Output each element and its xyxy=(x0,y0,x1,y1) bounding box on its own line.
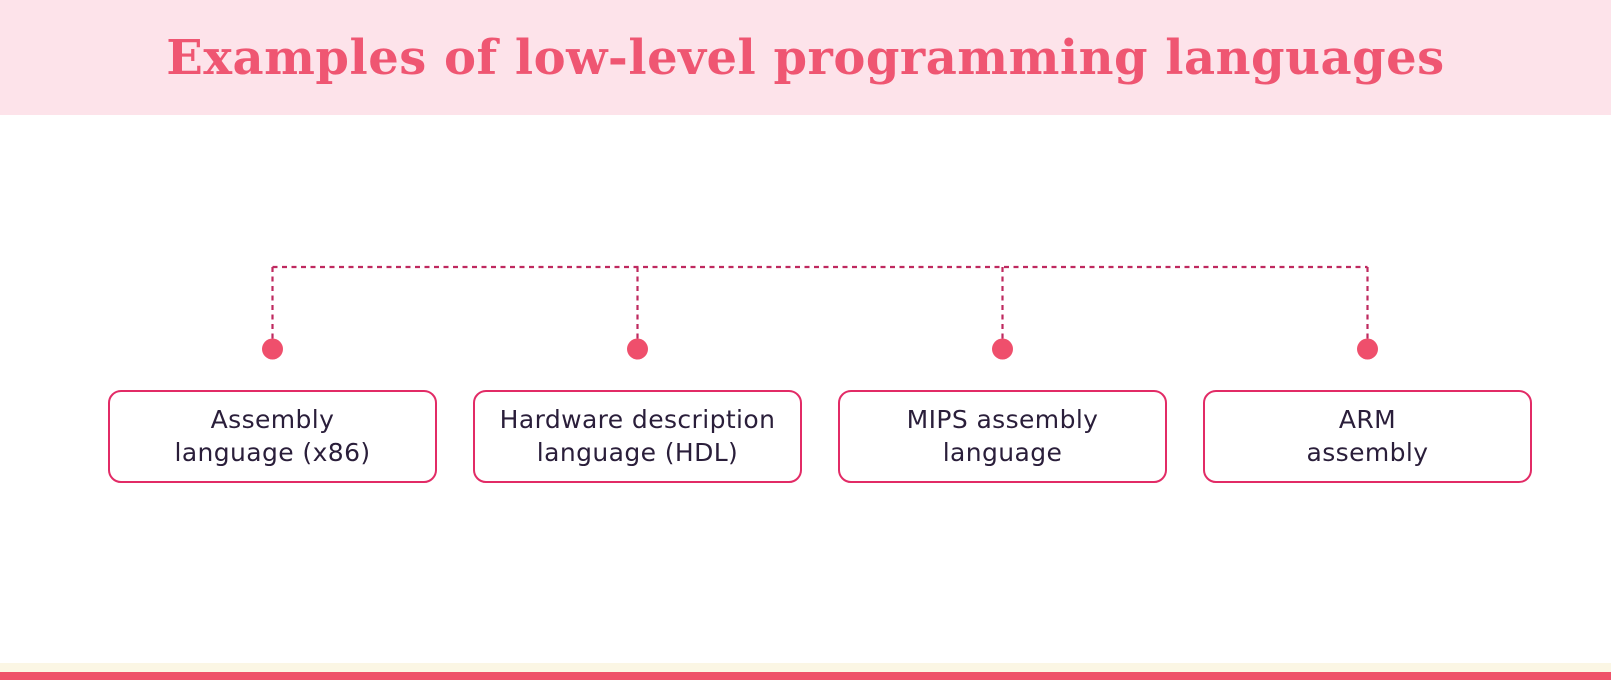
connector-dot xyxy=(627,338,648,360)
node-label-line: language (x86) xyxy=(174,437,371,467)
node-label-line: Assembly xyxy=(210,405,335,434)
connector-dot xyxy=(992,338,1013,360)
connector-dot xyxy=(262,338,283,360)
node-mips-assembly: MIPS assembly language xyxy=(838,390,1167,483)
footer-cream-strip xyxy=(0,663,1611,672)
header-banner: Examples of low-level programming langua… xyxy=(0,0,1611,115)
node-arm-assembly: ARM assembly xyxy=(1203,390,1532,483)
node-label-line: language (HDL) xyxy=(536,437,739,467)
node-label-line: language xyxy=(942,437,1063,467)
node-hdl: Hardware description language (HDL) xyxy=(473,390,802,483)
connector-dot xyxy=(1357,338,1378,360)
language-nodes-row: Assembly language (x86) Hardware descrip… xyxy=(108,390,1532,483)
page-title: Examples of low-level programming langua… xyxy=(166,29,1445,86)
footer-accent-bar xyxy=(0,672,1611,680)
node-assembly-x86: Assembly language (x86) xyxy=(108,390,437,483)
node-label-line: ARM xyxy=(1338,405,1397,434)
node-label-line: Hardware description xyxy=(499,405,776,434)
node-label-line: MIPS assembly xyxy=(906,405,1099,434)
node-label-line: assembly xyxy=(1306,437,1429,467)
